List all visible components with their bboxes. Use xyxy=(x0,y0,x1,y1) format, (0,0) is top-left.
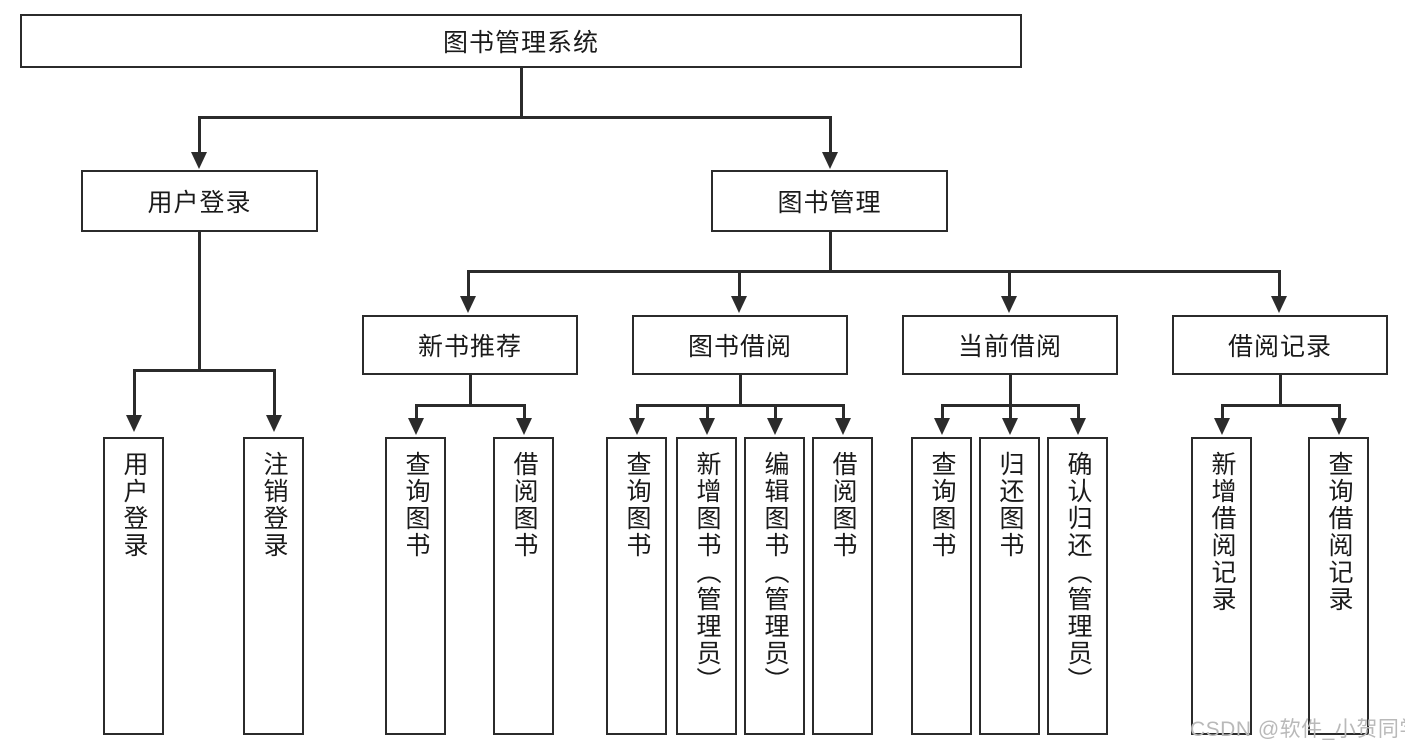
node-label: 查询图书 xyxy=(623,451,651,559)
leaf-bb-query-book[interactable]: 查询图书 xyxy=(606,437,667,735)
node-book-borrowing[interactable]: 图书借阅 xyxy=(632,315,848,375)
node-label: 编辑图书（管理员） xyxy=(761,451,789,694)
connector-drop-new-book xyxy=(467,270,470,298)
connector-drop-br-query xyxy=(1338,404,1341,420)
arrow-book-borrow xyxy=(731,296,747,313)
connector-drop-nb-query xyxy=(415,404,418,420)
arrow-bb-add-book xyxy=(699,418,715,435)
connector-drop-cb-confirm xyxy=(1077,404,1080,420)
connector-drop-book-management xyxy=(829,116,832,154)
leaf-cb-confirm-return[interactable]: 确认归还（管理员） xyxy=(1047,437,1108,735)
node-book-management[interactable]: 图书管理 xyxy=(711,170,948,232)
node-user-login[interactable]: 用户登录 xyxy=(81,170,318,232)
connector-user-login-stem xyxy=(198,232,201,370)
leaf-user-login[interactable]: 用户登录 xyxy=(103,437,164,735)
connector-borrow-record-bus xyxy=(1221,404,1338,407)
connector-drop-nb-borrow xyxy=(523,404,526,420)
connector-drop-book-borrow xyxy=(738,270,741,298)
leaf-cb-query-book[interactable]: 查询图书 xyxy=(911,437,972,735)
connector-level1-bus xyxy=(198,116,832,119)
connector-level2-bus xyxy=(467,270,1280,273)
leaf-cb-return-book[interactable]: 归还图书 xyxy=(979,437,1040,735)
leaf-bb-add-book[interactable]: 新增图书（管理员） xyxy=(676,437,737,735)
connector-new-book-bus xyxy=(415,404,525,407)
arrow-new-book xyxy=(460,296,476,313)
node-label: 查询图书 xyxy=(928,451,956,559)
node-borrowing-record[interactable]: 借阅记录 xyxy=(1172,315,1388,375)
arrow-cb-confirm-return xyxy=(1070,418,1086,435)
node-label: 图书管理系统 xyxy=(442,29,599,57)
arrow-br-add-record xyxy=(1214,418,1230,435)
node-label: 用户登录 xyxy=(120,451,148,559)
leaf-logout[interactable]: 注销登录 xyxy=(243,437,304,735)
node-label: 查询图书 xyxy=(402,451,430,559)
arrow-br-query-record xyxy=(1331,418,1347,435)
arrow-nb-borrow-book xyxy=(516,418,532,435)
arrow-bb-borrow-book xyxy=(835,418,851,435)
arrow-cb-query-book xyxy=(934,418,950,435)
leaf-bb-borrow-book[interactable]: 借阅图书 xyxy=(812,437,873,735)
node-book-management-system[interactable]: 图书管理系统 xyxy=(20,14,1022,68)
node-label: 确认归还（管理员） xyxy=(1064,451,1092,694)
arrow-bb-edit-book xyxy=(767,418,783,435)
connector-book-borrow-stem xyxy=(739,375,742,406)
node-label: 当前借阅 xyxy=(957,333,1062,361)
arrow-cb-return-book xyxy=(1002,418,1018,435)
connector-drop-current-borrow xyxy=(1008,270,1011,298)
csdn-watermark: CSDN @软件_小贺同学 xyxy=(1190,718,1405,741)
connector-drop-bb-borrow xyxy=(842,404,845,420)
arrow-book-management xyxy=(822,152,838,169)
connector-drop-cb-return xyxy=(1009,404,1012,420)
leaf-nb-borrow-book[interactable]: 借阅图书 xyxy=(493,437,554,735)
connector-drop-bb-add xyxy=(706,404,709,420)
node-label: 查询借阅记录 xyxy=(1325,451,1353,613)
connector-current-borrow-stem xyxy=(1009,375,1012,406)
leaf-br-query-record[interactable]: 查询借阅记录 xyxy=(1308,437,1369,735)
connector-new-book-stem xyxy=(469,375,472,406)
connector-drop-user-login xyxy=(198,116,201,154)
arrow-user-login xyxy=(191,152,207,169)
node-label: 新增图书（管理员） xyxy=(693,451,721,694)
arrow-leaf-logout xyxy=(266,415,282,432)
leaf-bb-edit-book[interactable]: 编辑图书（管理员） xyxy=(744,437,805,735)
connector-book-management-stem xyxy=(829,232,832,272)
node-label: 图书管理 xyxy=(777,189,882,217)
node-label: 归还图书 xyxy=(996,451,1024,559)
connector-drop-borrow-record xyxy=(1278,270,1281,298)
node-label: 借阅图书 xyxy=(510,451,538,559)
node-label: 新书推荐 xyxy=(417,333,522,361)
arrow-nb-query-book xyxy=(408,418,424,435)
node-current-borrowing[interactable]: 当前借阅 xyxy=(902,315,1118,375)
node-label: 图书借阅 xyxy=(687,333,792,361)
leaf-nb-query-book[interactable]: 查询图书 xyxy=(385,437,446,735)
connector-drop-br-add xyxy=(1221,404,1224,420)
node-label: 用户登录 xyxy=(147,189,252,217)
node-label: 借阅记录 xyxy=(1227,333,1332,361)
node-new-book-recommendation[interactable]: 新书推荐 xyxy=(362,315,578,375)
arrow-current-borrow xyxy=(1001,296,1017,313)
connector-user-login-bus xyxy=(133,369,275,372)
node-label: 注销登录 xyxy=(260,451,288,559)
connector-drop-bb-query xyxy=(636,404,639,420)
arrow-leaf-user-login xyxy=(126,415,142,432)
arrow-borrow-record xyxy=(1271,296,1287,313)
connector-drop-leaf-user-login xyxy=(133,369,136,417)
connector-drop-cb-query xyxy=(941,404,944,420)
connector-drop-leaf-logout xyxy=(273,369,276,417)
connector-drop-bb-edit xyxy=(774,404,777,420)
node-label: 借阅图书 xyxy=(829,451,857,559)
leaf-br-add-record[interactable]: 新增借阅记录 xyxy=(1191,437,1252,735)
node-label: 新增借阅记录 xyxy=(1208,451,1236,613)
connector-book-borrow-bus xyxy=(636,404,844,407)
arrow-bb-query-book xyxy=(629,418,645,435)
connector-root-stem xyxy=(520,68,523,117)
connector-borrow-record-stem xyxy=(1279,375,1282,406)
